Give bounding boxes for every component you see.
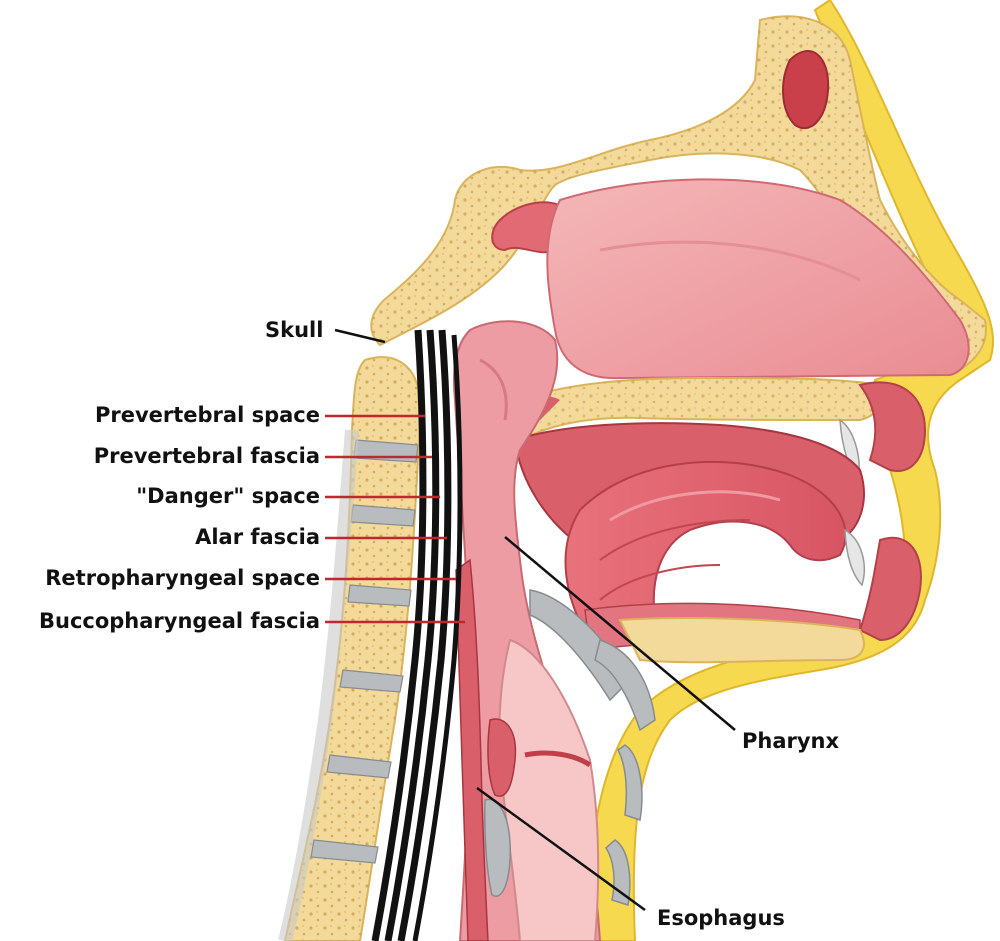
label-buccopharyngeal-fascia: Buccopharyngeal fascia bbox=[39, 609, 320, 633]
label-prevertebral-space: Prevertebral space bbox=[95, 403, 320, 427]
label-alar-fascia: Alar fascia bbox=[195, 525, 320, 549]
label-retropharyngeal-space: Retropharyngeal space bbox=[45, 566, 320, 590]
label-danger-space: "Danger" space bbox=[136, 484, 320, 508]
label-pharynx: Pharynx bbox=[742, 729, 840, 753]
label-esophagus: Esophagus bbox=[657, 906, 785, 930]
label-skull: Skull bbox=[265, 318, 323, 342]
label-prevertebral-fascia: Prevertebral fascia bbox=[94, 444, 320, 468]
